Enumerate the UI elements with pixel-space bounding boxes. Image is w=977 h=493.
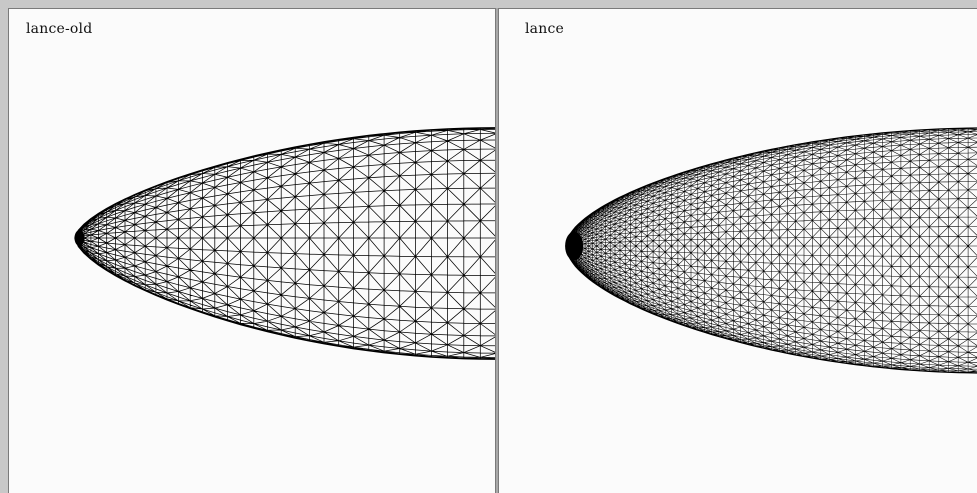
- mesh-lines: [74, 127, 495, 360]
- mesh-outline: [74, 127, 495, 360]
- mesh-plot-lance: [565, 127, 977, 374]
- mesh-wireframe: [74, 127, 495, 360]
- mesh-wireframe: [565, 127, 977, 374]
- mesh-plot-lance-old: [74, 127, 495, 360]
- viewport-right[interactable]: lance: [498, 8, 977, 493]
- mesh-outline: [565, 127, 977, 374]
- split-divider[interactable]: [496, 8, 498, 493]
- mesh-tip: [74, 230, 85, 246]
- mesh-tip: [565, 231, 584, 261]
- mesh-lines: [565, 127, 977, 374]
- viewport-label-left: lance-old: [26, 21, 93, 37]
- viewport-left[interactable]: lance-old: [8, 8, 496, 493]
- viewport-label-right: lance: [525, 21, 564, 37]
